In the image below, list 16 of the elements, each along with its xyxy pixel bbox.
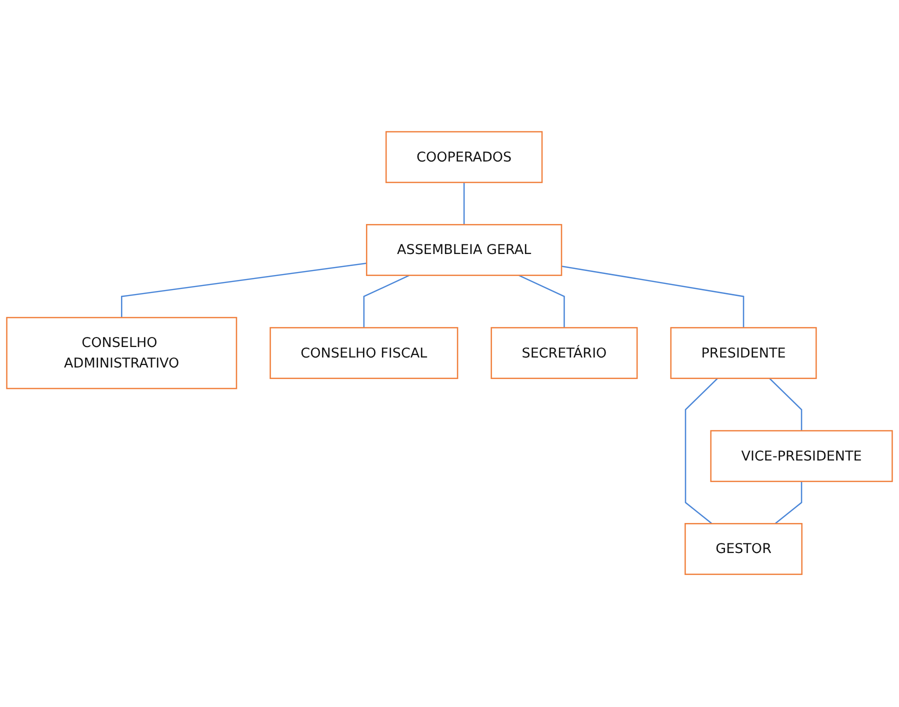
connector [684, 378, 718, 525]
node-box: COOPERADOS [385, 132, 543, 184]
node-box: PRESIDENTE [670, 328, 817, 380]
connector [363, 275, 410, 328]
connector [121, 263, 367, 318]
connector [463, 182, 465, 226]
node-box: VICE-PRESIDENTE [710, 430, 893, 482]
connector [774, 482, 802, 525]
node-box: GESTOR [684, 523, 802, 576]
node-box: SECRETÁRIO [490, 328, 638, 380]
connector [561, 266, 744, 328]
connector [769, 378, 802, 432]
node-box: CONSELHO ADMINISTRATIVO [6, 317, 238, 390]
connector [518, 275, 565, 328]
node-box: ASSEMBLEIA GERAL [366, 224, 562, 276]
node-box: CONSELHO FISCAL [270, 328, 458, 380]
